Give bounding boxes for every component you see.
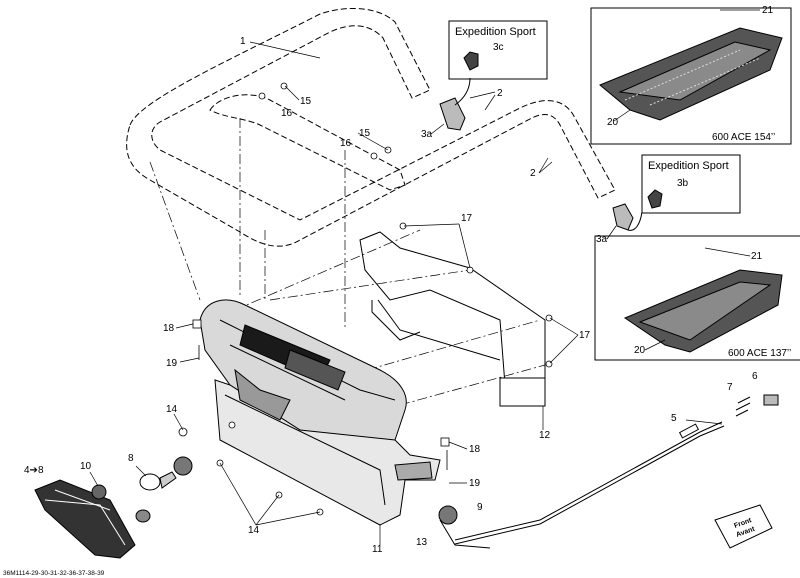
panel-137-model: 600 ACE 137’’ bbox=[728, 348, 791, 359]
callout-17-right: 17 bbox=[579, 330, 591, 341]
callout-10: 10 bbox=[80, 461, 92, 472]
drawing-code: 36M1114-29-30-31-32-36-37-38-39 bbox=[3, 570, 105, 577]
callout-18-right: 18 bbox=[469, 444, 481, 455]
leader-lines bbox=[89, 9, 760, 545]
cable-harness bbox=[438, 421, 725, 549]
connectors bbox=[735, 394, 779, 417]
callout-3c: 3c bbox=[493, 42, 504, 53]
support-bracket bbox=[359, 231, 546, 407]
callout-3a-mid: 3a bbox=[596, 234, 608, 245]
callout-14-bottom: 14 bbox=[248, 525, 260, 536]
front-badge: Front Avant bbox=[714, 504, 773, 549]
callout-16-top: 16 bbox=[281, 108, 293, 119]
callout-19-right: 19 bbox=[469, 478, 481, 489]
callout-15-top: 15 bbox=[300, 96, 312, 107]
callout-5: 5 bbox=[671, 413, 677, 424]
callout-21-bottom: 21 bbox=[751, 251, 763, 262]
callout-19-left: 19 bbox=[166, 358, 178, 369]
callout-6: 6 bbox=[752, 371, 758, 382]
callout-4to8: 4➔8 bbox=[24, 465, 44, 476]
callout-2-mid: 2 bbox=[530, 168, 536, 179]
callout-17-top: 17 bbox=[461, 213, 473, 224]
callout-14-left: 14 bbox=[166, 404, 178, 415]
fasteners bbox=[178, 82, 553, 516]
expedition-top-title: Expedition Sport bbox=[455, 26, 536, 38]
callout-3a-top: 3a bbox=[421, 129, 433, 140]
callout-11: 11 bbox=[372, 544, 383, 555]
assembly-lines bbox=[149, 118, 546, 406]
panel-154-model: 600 ACE 154’’ bbox=[712, 132, 775, 143]
rear-housing bbox=[199, 299, 441, 526]
callout-21-top: 21 bbox=[762, 5, 774, 16]
mount-bracket-3a bbox=[439, 97, 634, 231]
rack-bumper bbox=[126, 7, 616, 247]
callout-16-mid: 16 bbox=[340, 138, 352, 149]
panel-box-137: 600 ACE 137’’ bbox=[594, 235, 800, 361]
callout-3b: 3b bbox=[677, 178, 689, 189]
callout-7: 7 bbox=[727, 382, 733, 393]
callout-20-bottom: 20 bbox=[634, 345, 646, 356]
light-components bbox=[91, 456, 193, 523]
callout-8: 8 bbox=[128, 453, 134, 464]
callout-2-top: 2 bbox=[497, 88, 503, 99]
detail-box-expedition-right: Expedition Sport bbox=[627, 154, 741, 231]
tail-light-lens bbox=[34, 479, 136, 559]
callout-12: 12 bbox=[539, 430, 551, 441]
callout-20-top: 20 bbox=[607, 117, 619, 128]
panel-box-154: 600 ACE 154’’ bbox=[590, 7, 792, 145]
callout-15-mid: 15 bbox=[359, 128, 371, 139]
expedition-right-title: Expedition Sport bbox=[648, 160, 729, 172]
callout-9: 9 bbox=[477, 502, 483, 513]
detail-box-expedition-top: Expedition Sport bbox=[448, 20, 548, 106]
callout-labels: 1 2 2 3a 3a 3b 3c 4➔8 5 6 7 8 9 10 11 12… bbox=[24, 5, 774, 555]
callout-13: 13 bbox=[416, 537, 428, 548]
callout-18-left: 18 bbox=[163, 323, 175, 334]
callout-1: 1 bbox=[240, 36, 246, 47]
